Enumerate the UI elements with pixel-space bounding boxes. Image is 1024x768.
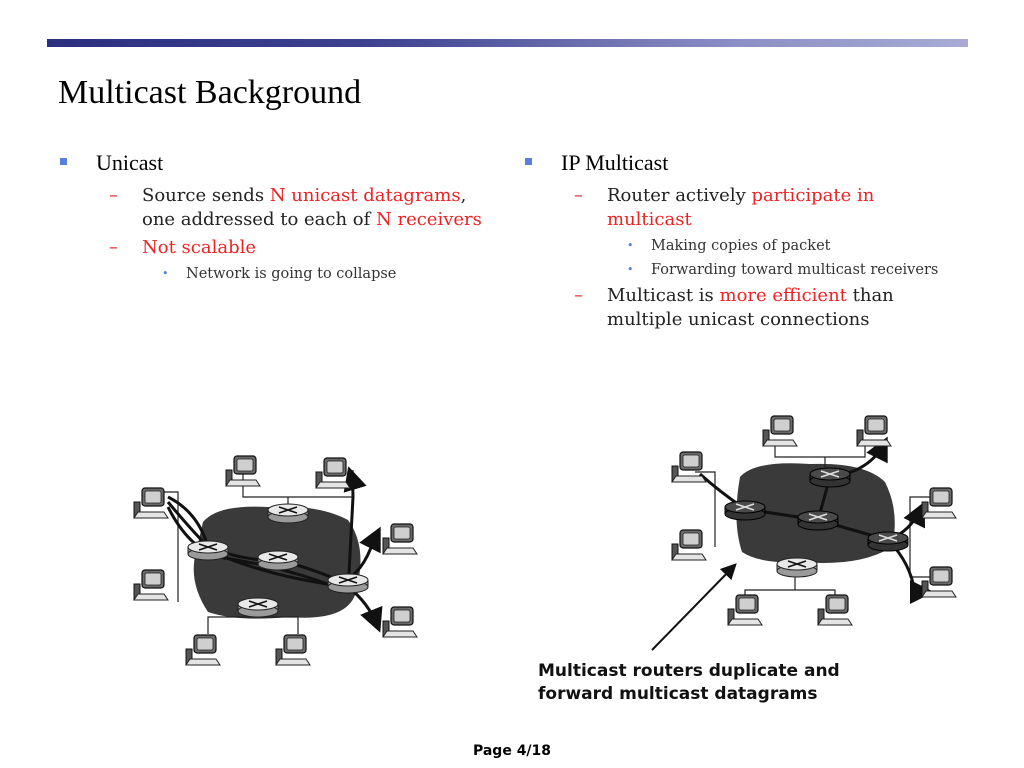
highlight-text: more efficient bbox=[719, 285, 847, 306]
unicast-subpoint: • Network is going to collapse bbox=[58, 264, 488, 284]
multicast-network-diagram bbox=[671, 415, 957, 626]
highlight-text: N unicast datagrams bbox=[269, 185, 461, 206]
unicast-heading: Unicast bbox=[96, 150, 164, 175]
computer-icon bbox=[856, 415, 892, 447]
dot-bullet-icon: • bbox=[627, 239, 634, 252]
text-run: than multiple unicast connections bbox=[607, 285, 894, 330]
figure-caption: Multicast routers duplicate and forward … bbox=[538, 660, 840, 706]
computer-icon bbox=[921, 566, 957, 598]
unicast-point-2: – Not scalable bbox=[58, 236, 488, 260]
dash-bullet-icon: – bbox=[574, 185, 583, 206]
computer-icon bbox=[817, 594, 853, 626]
dash-bullet-icon: – bbox=[574, 285, 583, 306]
computer-icon bbox=[382, 523, 418, 555]
computer-icon bbox=[762, 415, 798, 447]
subpoint-text: Network is going to collapse bbox=[186, 266, 397, 282]
highlight-text: N receivers bbox=[376, 209, 482, 230]
router-icon bbox=[809, 467, 851, 488]
router-icon bbox=[187, 540, 229, 561]
square-bullet-icon bbox=[525, 158, 532, 165]
highlight-text: Not scalable bbox=[142, 237, 257, 258]
unicast-heading-item: Unicast bbox=[58, 150, 488, 176]
router-icon bbox=[237, 597, 279, 618]
multicast-heading: IP Multicast bbox=[561, 150, 669, 175]
slide-title: Multicast Background bbox=[58, 74, 362, 111]
computer-icon bbox=[671, 451, 707, 483]
text-run: Source sends bbox=[142, 185, 270, 206]
multicast-point-1: – Router actively participate in multica… bbox=[523, 184, 953, 232]
unicast-network-diagram bbox=[133, 455, 418, 666]
caption-line: Multicast routers duplicate and bbox=[538, 661, 840, 681]
text-run: Router actively bbox=[607, 185, 752, 206]
computer-icon bbox=[671, 529, 707, 561]
router-icon bbox=[257, 550, 299, 571]
page-number: Page 4/18 bbox=[472, 743, 552, 759]
computer-icon bbox=[315, 457, 351, 489]
subpoint-text: Making copies of packet bbox=[651, 238, 831, 254]
caption-pointer-arrow bbox=[651, 563, 737, 651]
title-accent-bar bbox=[47, 39, 968, 47]
caption-line: forward multicast datagrams bbox=[538, 684, 818, 704]
computer-icon bbox=[382, 606, 418, 638]
highlight-text: participate in multicast bbox=[607, 185, 875, 230]
text-run: Multicast is bbox=[607, 285, 720, 306]
multicast-column: IP Multicast – Router actively participa… bbox=[523, 150, 953, 336]
dot-bullet-icon: • bbox=[627, 263, 634, 276]
computer-icon bbox=[275, 634, 311, 666]
dash-bullet-icon: – bbox=[109, 185, 118, 206]
unicast-column: Unicast – Source sends N unicast datagra… bbox=[58, 150, 488, 288]
multicast-subpoint-1: • Making copies of packet bbox=[523, 236, 953, 256]
square-bullet-icon bbox=[60, 158, 67, 165]
dash-bullet-icon: – bbox=[109, 237, 118, 258]
text-run: , one addressed to each of bbox=[142, 185, 467, 230]
router-icon bbox=[327, 573, 369, 594]
router-icon bbox=[267, 503, 309, 524]
multicast-subpoint-2: • Forwarding toward multicast receivers bbox=[523, 260, 953, 280]
computer-icon bbox=[133, 487, 169, 519]
dot-bullet-icon: • bbox=[162, 267, 169, 280]
multicast-point-2: – Multicast is more efficient than multi… bbox=[523, 284, 953, 332]
computer-icon bbox=[921, 487, 957, 519]
computer-icon bbox=[225, 455, 261, 487]
computer-icon bbox=[185, 634, 221, 666]
router-icon bbox=[867, 531, 909, 552]
router-icon bbox=[797, 510, 839, 531]
computer-icon bbox=[133, 569, 169, 601]
multicast-heading-item: IP Multicast bbox=[523, 150, 953, 176]
router-icon bbox=[724, 500, 766, 521]
unicast-point-1: – Source sends N unicast datagrams, one … bbox=[58, 184, 488, 232]
subpoint-text: Forwarding toward multicast receivers bbox=[651, 262, 939, 278]
router-icon bbox=[776, 557, 818, 578]
